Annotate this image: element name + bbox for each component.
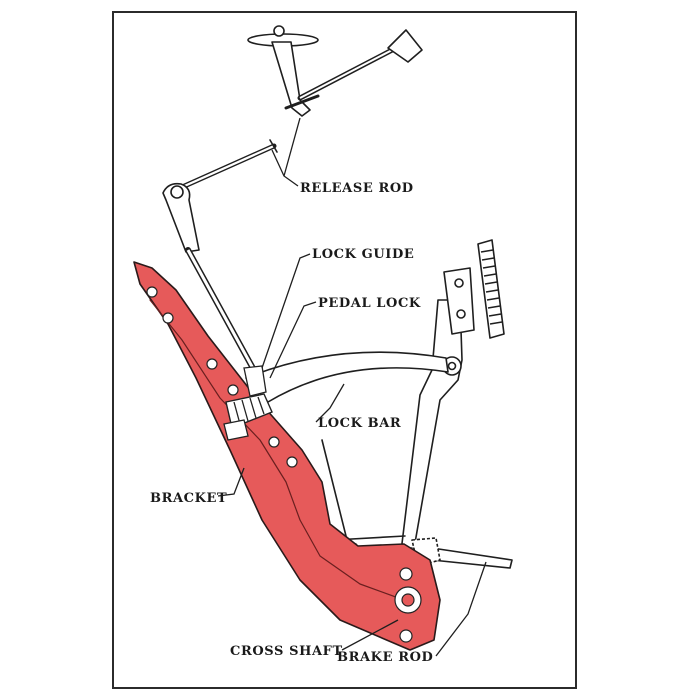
lock-bar — [245, 351, 449, 403]
label-brake-rod: BRAKE ROD — [337, 650, 433, 665]
release-rod-part — [162, 139, 278, 375]
handle-grip — [387, 29, 423, 63]
bracket-part — [133, 261, 441, 651]
label-lock-guide: LOCK GUIDE — [312, 247, 414, 262]
leader-lines — [217, 117, 487, 657]
pedal-bracket — [443, 267, 475, 335]
label-cross-shaft: CROSS SHAFT — [230, 644, 343, 659]
label-release-rod: RELEASE ROD — [300, 181, 414, 196]
upper-lever — [162, 182, 200, 253]
upper-pivot — [170, 185, 184, 199]
pedal-ridges — [480, 249, 503, 325]
mount-nut — [273, 25, 285, 37]
label-lock-bar: LOCK BAR — [318, 416, 401, 431]
label-bracket: BRACKET — [150, 491, 227, 506]
lock-bar-part — [245, 351, 449, 403]
pedal-lock-part — [243, 365, 267, 397]
handle-assembly — [247, 25, 423, 117]
label-pedal-lock: PEDAL LOCK — [318, 296, 421, 311]
handle-sleeve — [271, 41, 311, 117]
pedal-pad — [477, 239, 505, 339]
